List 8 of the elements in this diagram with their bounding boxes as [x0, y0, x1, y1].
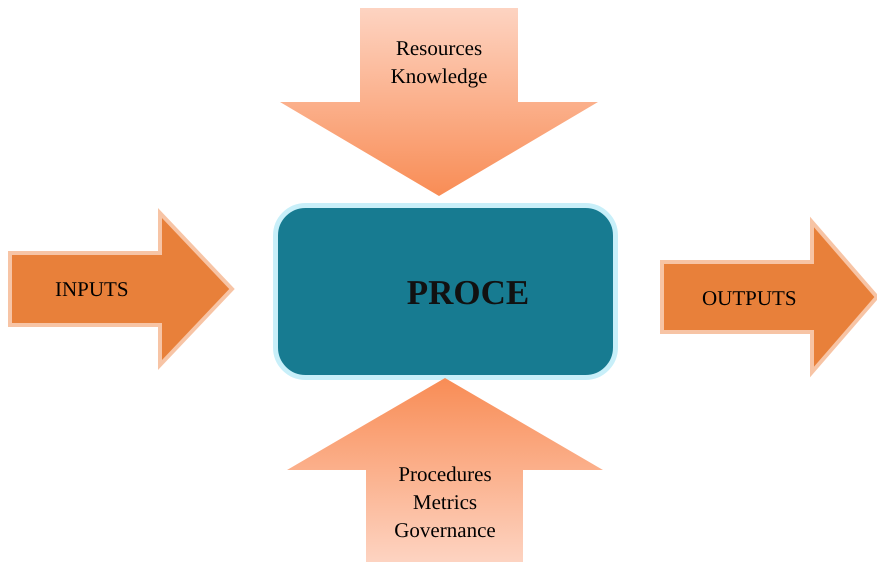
arrow-label: Resources	[396, 35, 482, 62]
arrow-label: Metrics	[412, 489, 478, 516]
arrow-label: Governance	[394, 517, 496, 544]
process-title: PROCE	[406, 273, 530, 313]
arrow-label: Knowledge	[390, 63, 488, 90]
arrow-label: INPUTS	[55, 276, 129, 303]
arrow-label: Procedures	[398, 461, 492, 488]
arrow-label: OUTPUTS	[702, 285, 797, 312]
